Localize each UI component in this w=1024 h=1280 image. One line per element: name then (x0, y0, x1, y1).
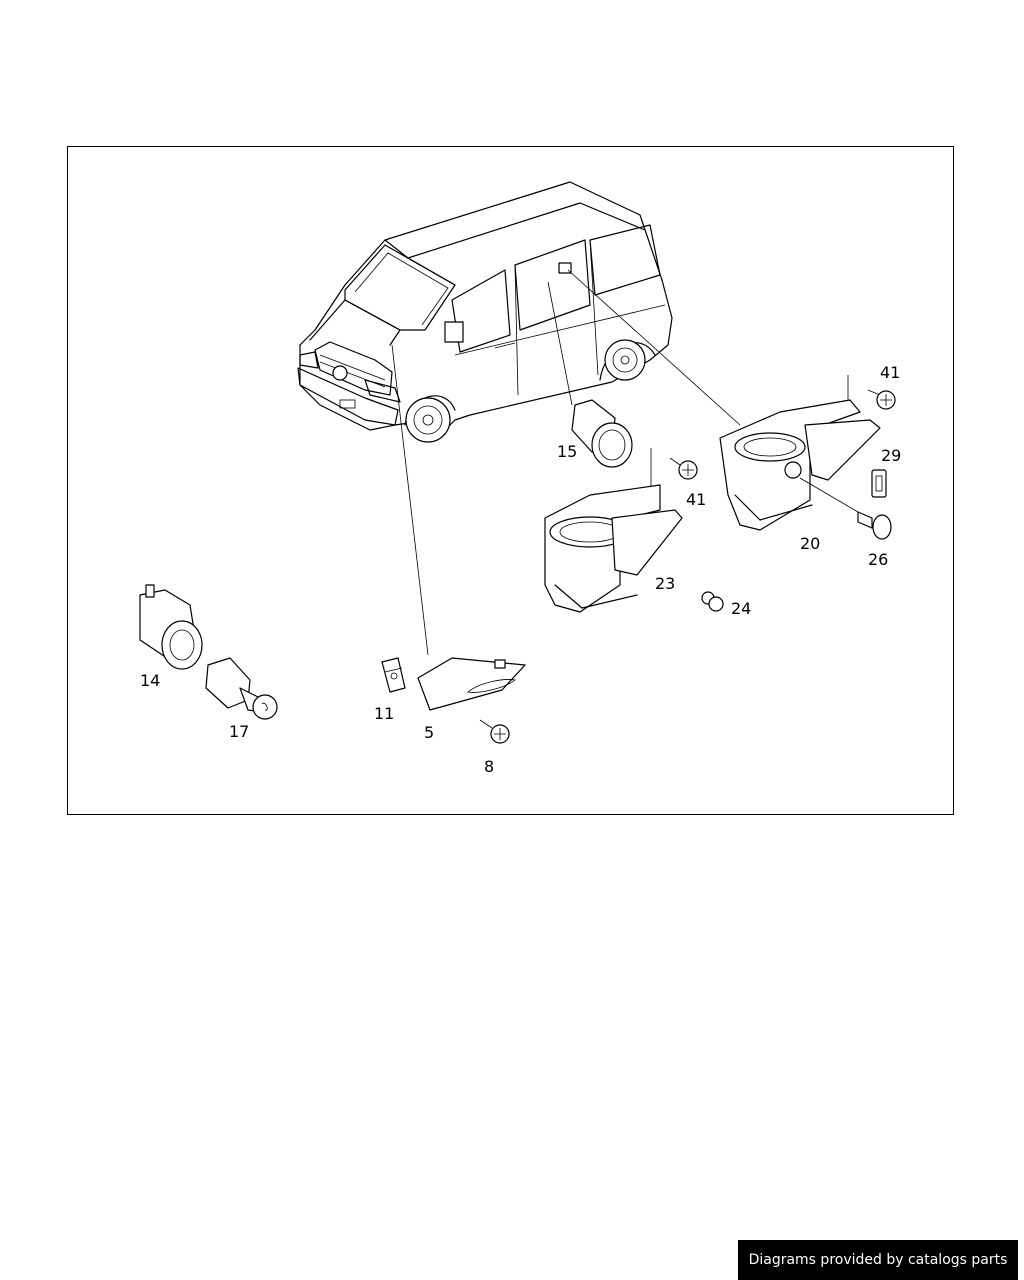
leader-lines (391, 269, 741, 656)
callout-41-upper: 41 (880, 363, 900, 382)
part-41-screw-middle (650, 448, 698, 490)
part-5-trim-cover (417, 657, 526, 711)
part-11-clip-nut (381, 657, 406, 693)
rear-wheel (604, 339, 646, 381)
callout-15: 15 (557, 442, 577, 461)
callout-29: 29 (881, 446, 901, 465)
callout-labels: 15 41 41 29 20 26 23 24 14 17 11 5 8 (140, 363, 901, 776)
part-41-screw-upper (847, 375, 896, 410)
part-15-socket (571, 399, 633, 468)
part-14-lighter-socket (139, 584, 203, 670)
part-29-cover (871, 469, 887, 498)
part-24-clip (701, 591, 724, 612)
callout-24: 24 (731, 599, 751, 618)
callout-26: 26 (868, 550, 888, 569)
part-8-screw (479, 719, 510, 744)
part-26-bulb (799, 477, 892, 540)
brand-star-icon (332, 365, 348, 381)
diagram-frame (67, 146, 954, 815)
van-illustration (297, 181, 673, 443)
front-wheel (405, 397, 451, 443)
callout-23: 23 (655, 574, 675, 593)
callout-17: 17 (229, 722, 249, 741)
callout-41-middle: 41 (686, 490, 706, 509)
part-20-cup-holder (719, 399, 881, 531)
callout-5: 5 (424, 723, 434, 742)
credit-badge: Diagrams provided by catalogs parts (738, 1240, 1018, 1280)
callout-8: 8 (484, 757, 494, 776)
callout-11: 11 (374, 704, 394, 723)
part-23-cup-holder (544, 484, 683, 613)
callout-14: 14 (140, 671, 160, 690)
callout-20: 20 (800, 534, 820, 553)
part-17-lighter-plug (205, 657, 278, 720)
